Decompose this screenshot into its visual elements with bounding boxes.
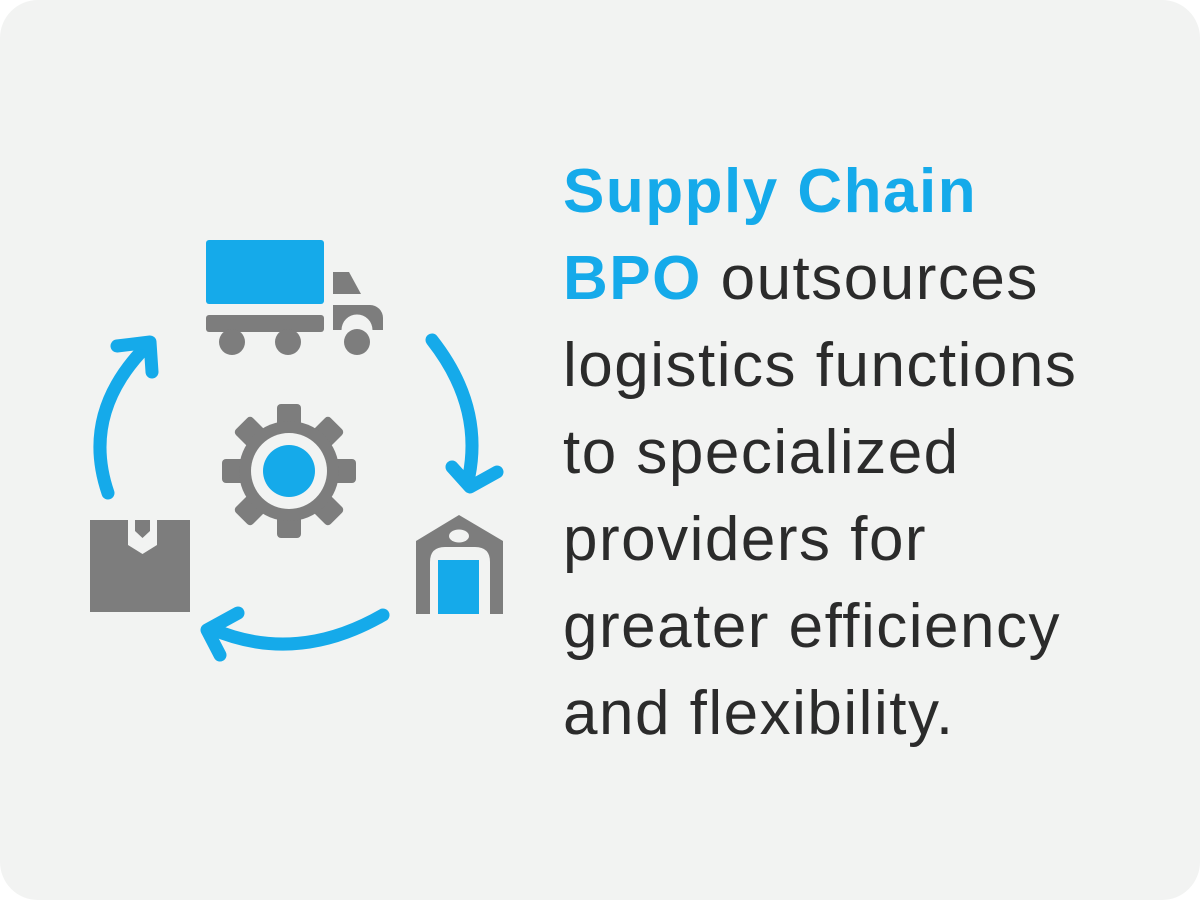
headline-segment: greater efficiency <box>563 592 1061 661</box>
headline-highlight-segment: BPO <box>563 244 702 313</box>
headline-segment: logistics functions <box>563 331 1078 400</box>
headline-line: providers for <box>563 496 1143 583</box>
cycle-graphic <box>90 240 504 662</box>
arrow-left-icon <box>200 606 390 662</box>
headline-segment: outsources <box>701 244 1039 313</box>
headline-line: logistics functions <box>563 322 1143 409</box>
gear-icon <box>222 404 356 538</box>
headline-line: Supply Chain <box>563 148 1143 235</box>
headline-line: and flexibility. <box>563 670 1143 757</box>
headline-segment: and flexibility. <box>563 679 955 748</box>
headline-text: Supply Chain BPO outsources logistics fu… <box>563 148 1143 757</box>
box-icon <box>90 520 190 612</box>
headline-line: to specialized <box>563 409 1143 496</box>
arrow-down-icon <box>425 333 504 494</box>
warehouse-icon <box>416 515 503 614</box>
supply-chain-cycle-illustration <box>60 200 540 680</box>
arrow-up-icon <box>93 335 159 500</box>
truck-icon <box>206 240 383 355</box>
headline-segment: to specialized <box>563 418 960 487</box>
headline-line: BPO outsources <box>563 235 1143 322</box>
headline-segment: providers for <box>563 505 928 574</box>
headline-highlight-segment: Supply Chain <box>563 157 978 226</box>
headline-line: greater efficiency <box>563 583 1143 670</box>
